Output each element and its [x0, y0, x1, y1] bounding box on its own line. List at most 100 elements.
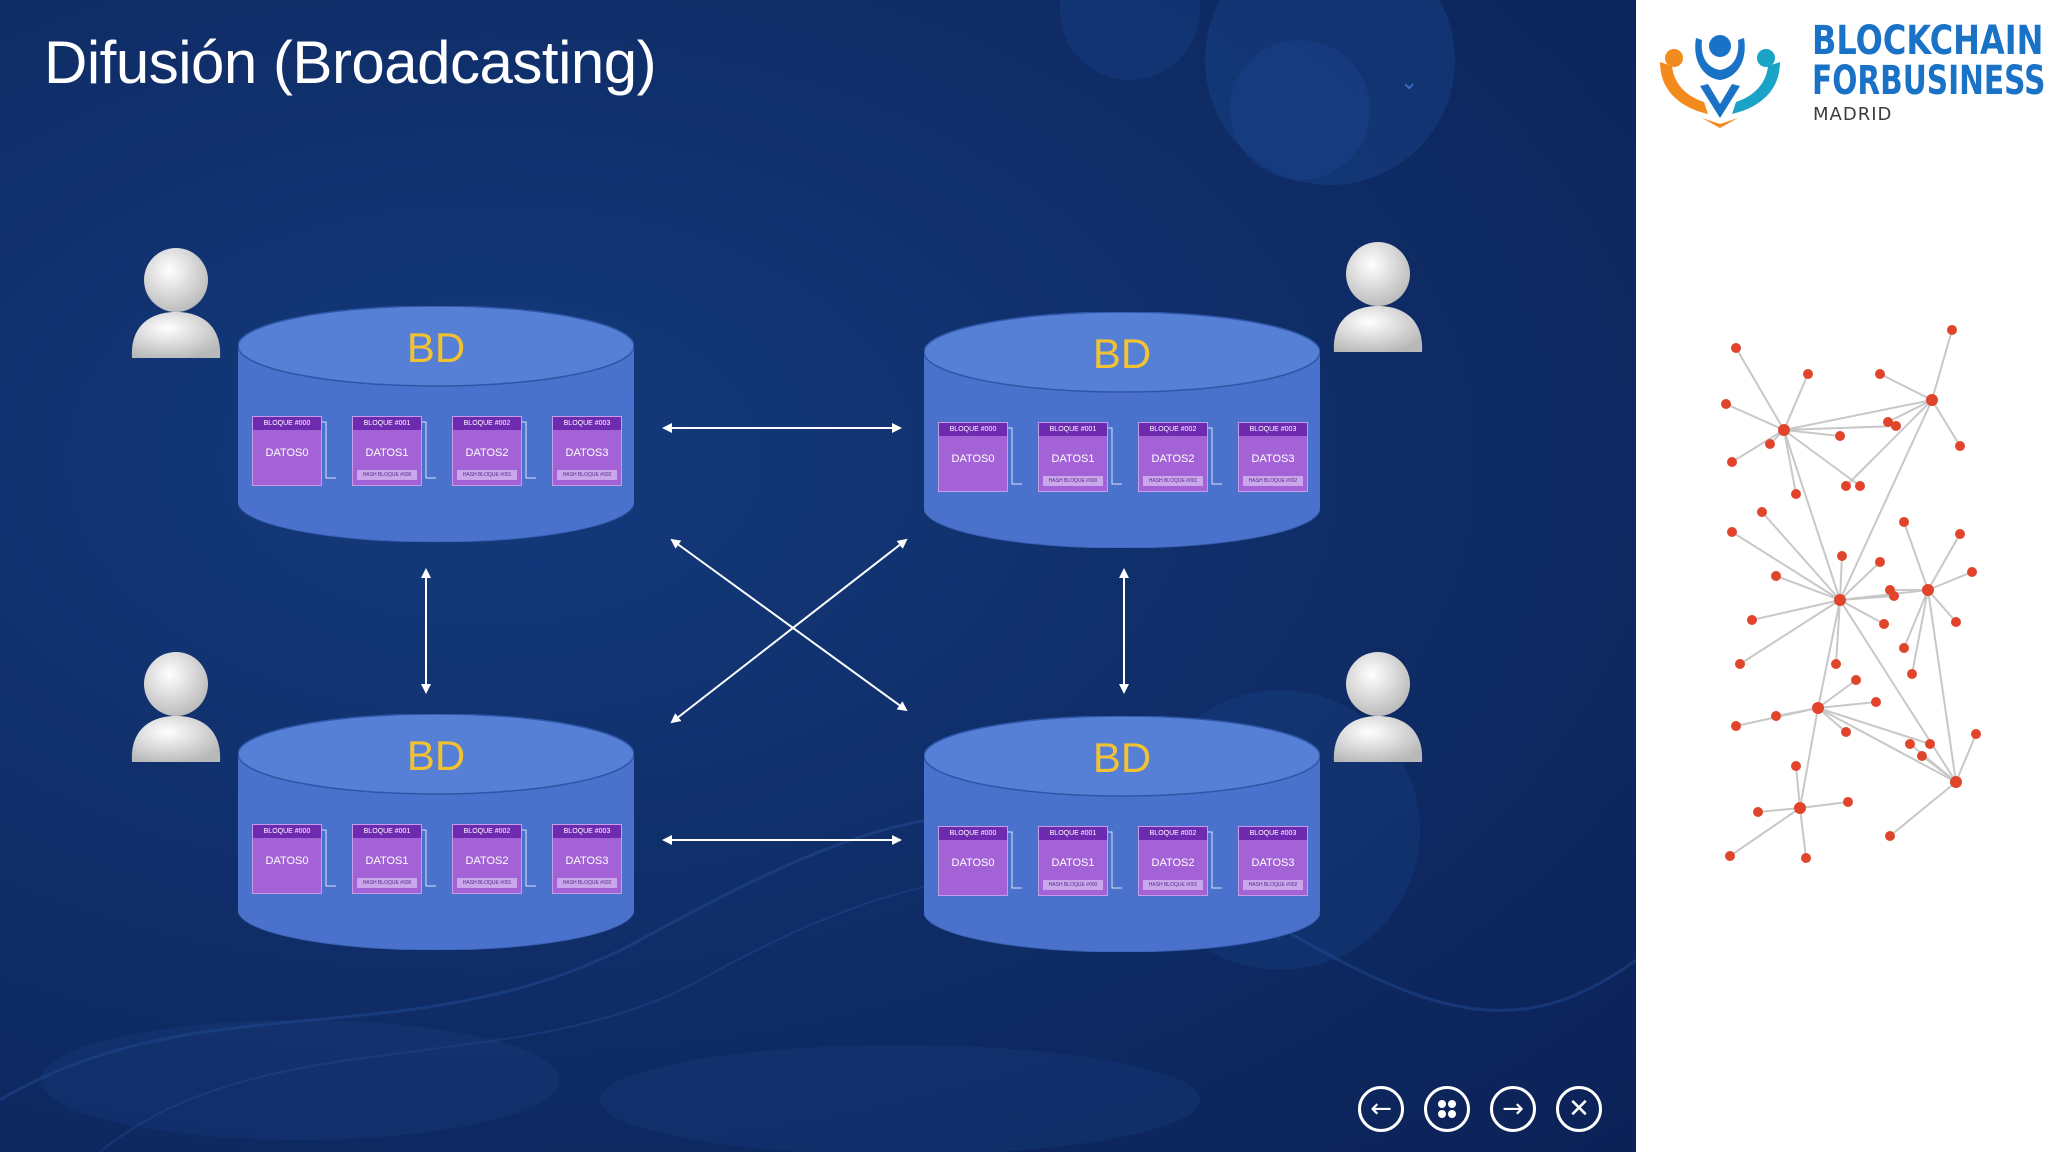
- block-hash: HASH BLOQUE #001: [457, 878, 517, 888]
- block-data: DATOS1: [1051, 453, 1095, 465]
- graph-edge: [1927, 571, 1973, 591]
- graph-edge: [1839, 599, 1957, 783]
- graph-node: [1891, 421, 1901, 431]
- close-icon[interactable]: ✕: [1556, 1086, 1602, 1132]
- graph-edge: [1783, 429, 1861, 487]
- graph-edge: [1783, 429, 1797, 495]
- graph-edge: [1911, 589, 1929, 675]
- graph-edge: [1761, 511, 1841, 601]
- graph-node: [1917, 751, 1927, 761]
- graph-edge: [1817, 707, 1847, 733]
- graph-node: [1899, 517, 1909, 527]
- graph-node: [1771, 711, 1781, 721]
- graph-node: [1837, 551, 1847, 561]
- graph-edge: [1835, 599, 1841, 665]
- next-arrow-icon[interactable]: →: [1490, 1086, 1536, 1132]
- graph-edge: [1903, 589, 1929, 649]
- graph-edge: [1927, 589, 1957, 783]
- graph-node: [1971, 729, 1981, 739]
- logo-subtitle: MADRID: [1813, 104, 1893, 125]
- graph-edge: [1931, 329, 1953, 401]
- graph-node: [1801, 853, 1811, 863]
- graph-node: [1922, 584, 1934, 596]
- block-header: BLOQUE #001: [353, 825, 421, 838]
- block-hash: HASH BLOQUE #001: [1143, 476, 1203, 486]
- graph-node: [1926, 394, 1938, 406]
- block-hash: HASH BLOQUE #000: [1043, 476, 1103, 486]
- database-label: BD: [406, 732, 466, 779]
- graph-node: [1765, 439, 1775, 449]
- graph-node: [1955, 441, 1965, 451]
- block-header: BLOQUE #002: [1139, 827, 1207, 840]
- grid-icon[interactable]: [1424, 1086, 1470, 1132]
- block-hash: HASH BLOQUE #000: [357, 878, 417, 888]
- graph-node: [1771, 571, 1781, 581]
- graph-node: [1731, 721, 1741, 731]
- graph-node: [1899, 643, 1909, 653]
- block-data: DATOS0: [951, 857, 995, 869]
- graph-node: [1725, 851, 1735, 861]
- graph-edge: [1839, 599, 1885, 625]
- graph-edge: [1775, 575, 1841, 601]
- block-header: BLOQUE #001: [1039, 827, 1107, 840]
- block-data: DATOS3: [565, 855, 609, 867]
- graph-edge: [1725, 403, 1785, 431]
- graph-edge: [1799, 807, 1807, 859]
- graph-edge: [1879, 373, 1933, 401]
- graph-node: [1925, 739, 1935, 749]
- graph-node: [1834, 594, 1846, 606]
- block-data: DATOS0: [265, 855, 309, 867]
- connection-arrows: [421, 423, 1129, 845]
- graph-edge: [1783, 425, 1897, 431]
- graph-edge: [1799, 801, 1849, 809]
- graph-node: [1951, 617, 1961, 627]
- block-data: DATOS1: [1051, 857, 1095, 869]
- graph-edge: [1839, 555, 1843, 601]
- block-data: DATOS2: [1151, 453, 1195, 465]
- graph-edge: [1799, 707, 1819, 809]
- block-header: BLOQUE #001: [353, 417, 421, 430]
- block-header: BLOQUE #000: [253, 825, 321, 838]
- graph-edge: [1845, 399, 1933, 487]
- previous-arrow-icon[interactable]: ←: [1358, 1086, 1404, 1132]
- arrow-diagonal-down: [670, 538, 908, 712]
- block-header: BLOQUE #002: [1139, 423, 1207, 436]
- logo-icon: [1660, 35, 1780, 128]
- block-header: BLOQUE #000: [939, 423, 1007, 436]
- grid-icon-glyph: [1438, 1100, 1456, 1118]
- user-icon: [131, 652, 221, 762]
- graph-node: [1831, 659, 1841, 669]
- block-hash: HASH BLOQUE #001: [457, 470, 517, 480]
- graph-node: [1735, 659, 1745, 669]
- graph-node: [1791, 761, 1801, 771]
- graph-node: [1841, 481, 1851, 491]
- graph-node: [1731, 343, 1741, 353]
- graph-edge: [1775, 707, 1819, 717]
- block-header: BLOQUE #003: [553, 417, 621, 430]
- graph-node: [1879, 619, 1889, 629]
- block-hash: HASH BLOQUE #000: [1043, 880, 1103, 890]
- slide-title: Difusión (Broadcasting): [44, 29, 657, 96]
- graph-edge: [1795, 765, 1801, 809]
- graph-edge: [1889, 781, 1957, 837]
- graph-node: [1727, 527, 1737, 537]
- presentation-slide: Difusión (Broadcasting) ⌄: [0, 0, 1636, 1152]
- block-hash: HASH BLOQUE #002: [557, 878, 617, 888]
- graph-node: [1875, 369, 1885, 379]
- graph-edge: [1751, 599, 1841, 621]
- user-icon: [1333, 652, 1423, 762]
- graph-edge: [1735, 347, 1785, 431]
- logo-line1: BLOCKCHAIN: [1812, 18, 2044, 64]
- graph-edge: [1817, 701, 1877, 709]
- graph-node: [1727, 457, 1737, 467]
- graph-node: [1778, 424, 1790, 436]
- graph-edge: [1739, 599, 1841, 665]
